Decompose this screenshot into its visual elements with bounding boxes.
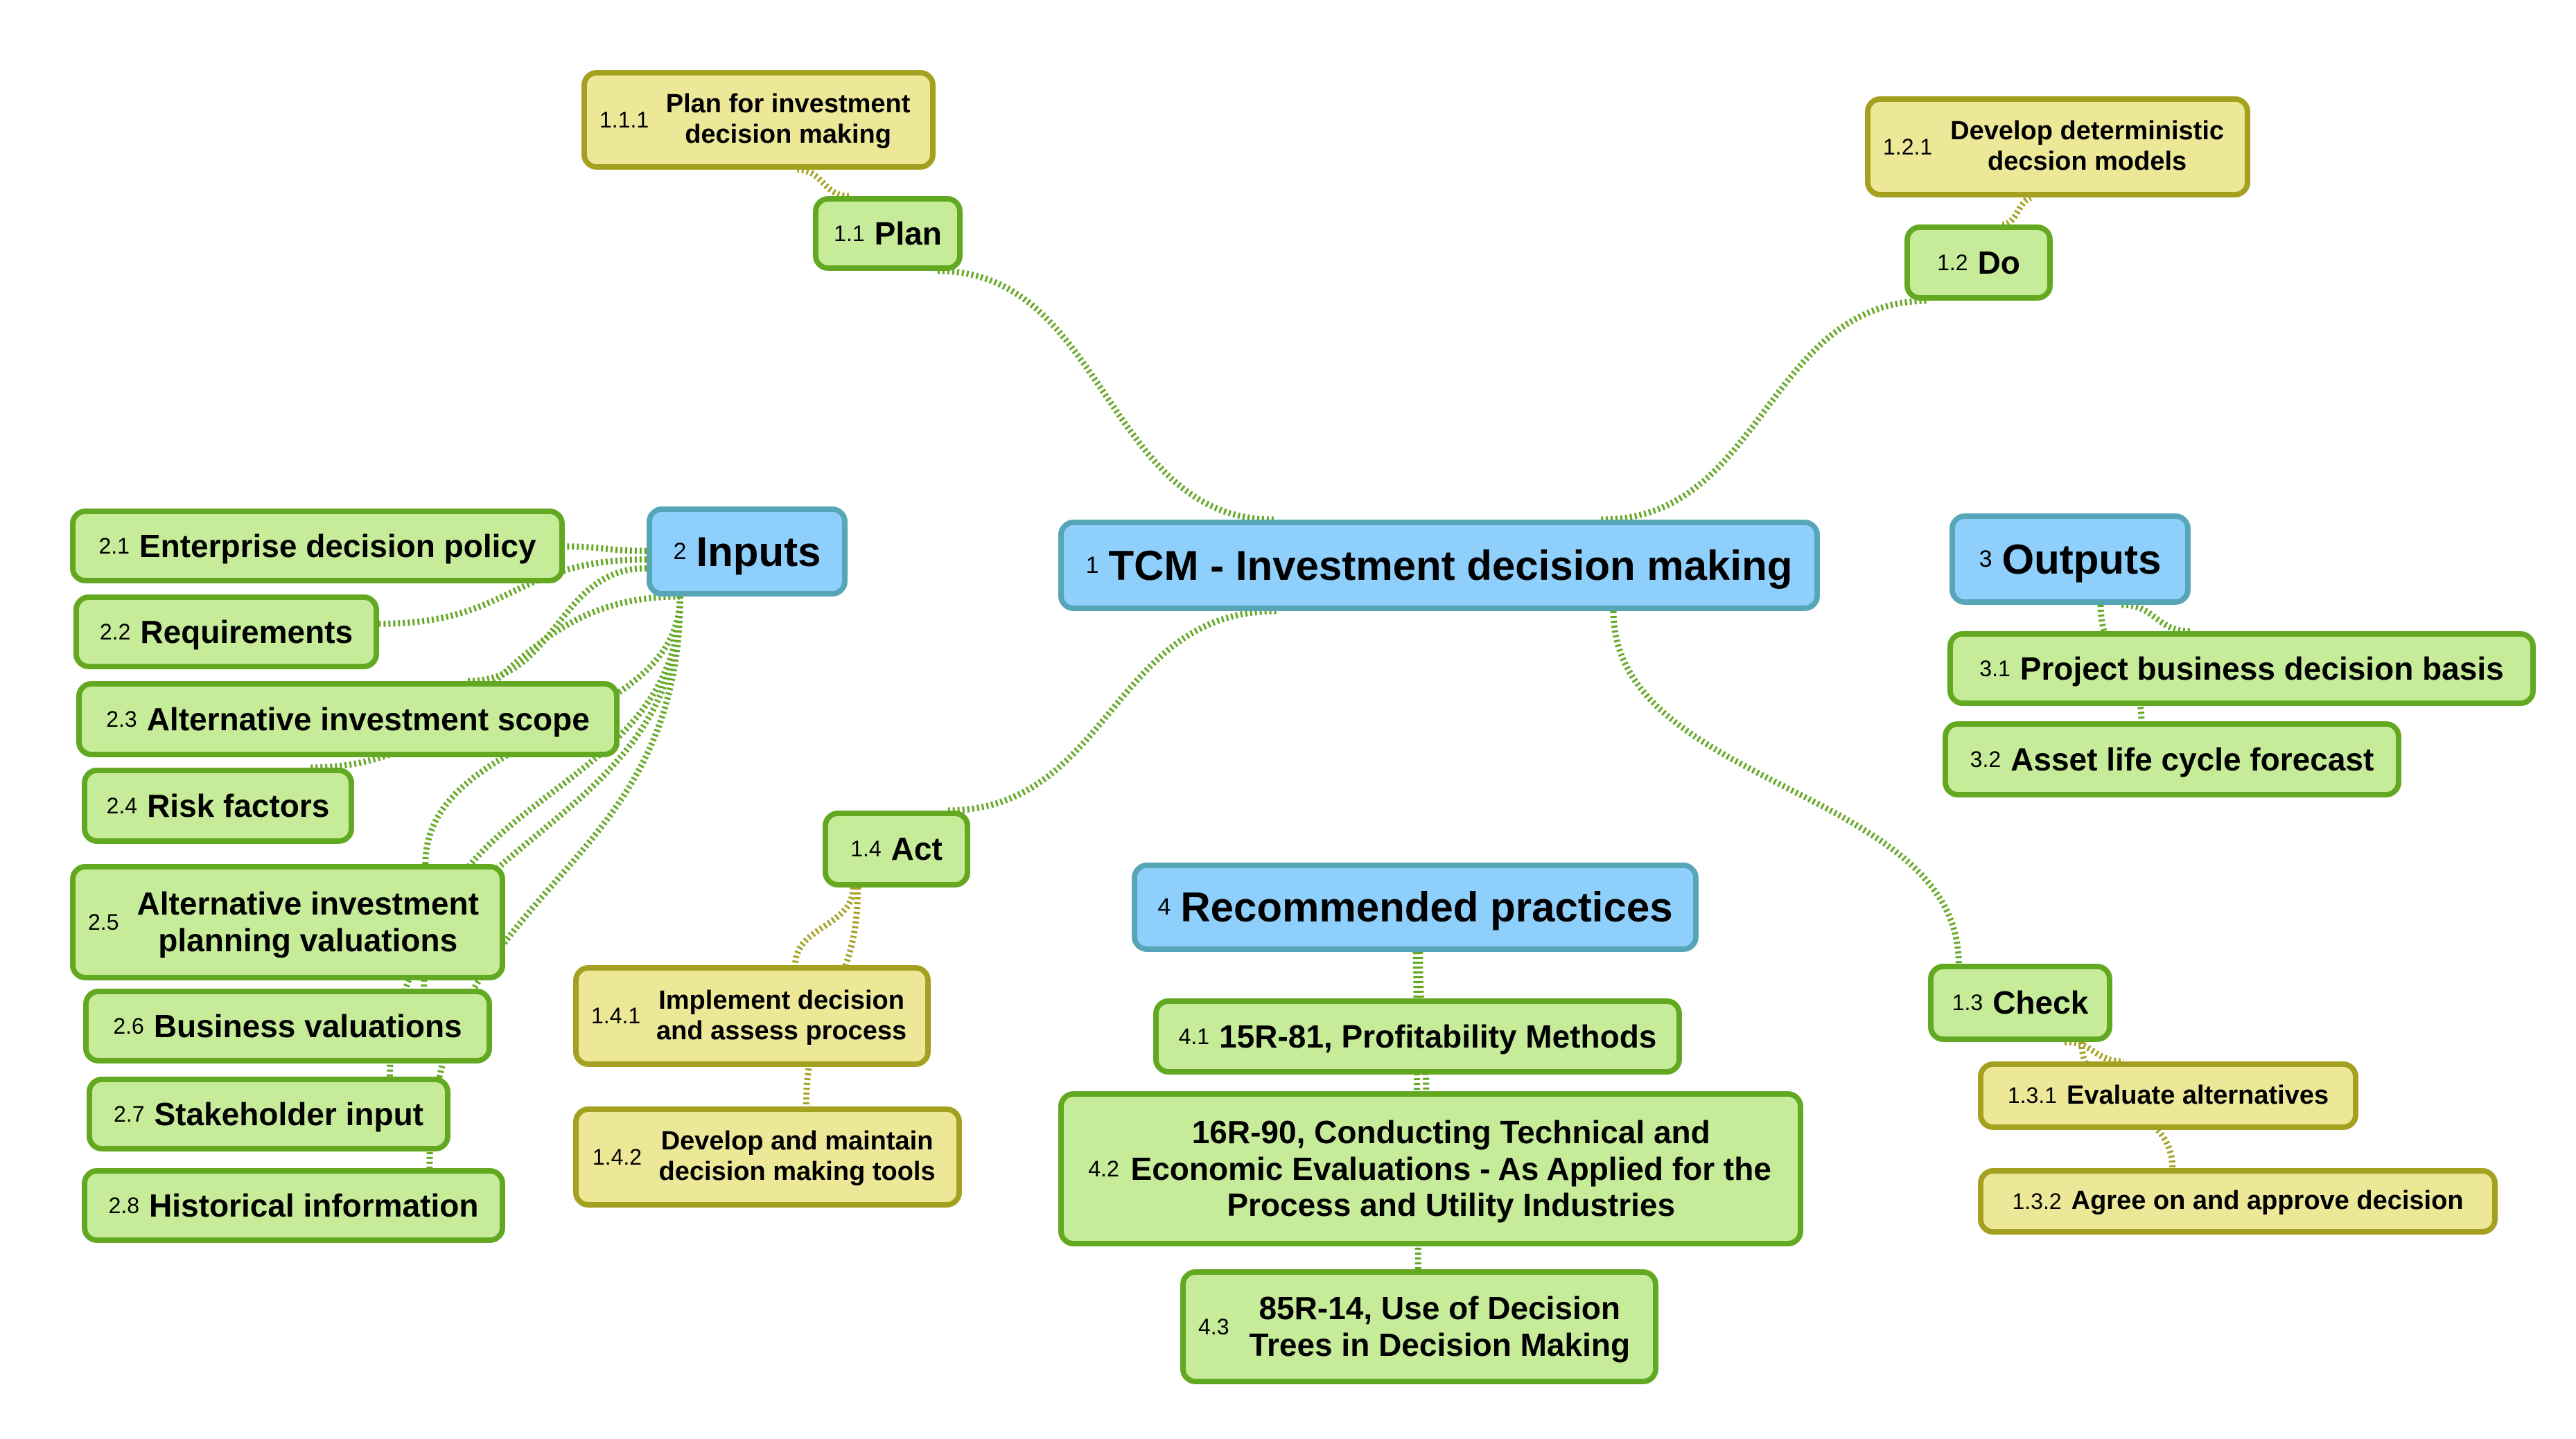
node-label: Plan (874, 215, 942, 251)
node-label: Asset life cycle forecast (2010, 741, 2374, 777)
node-inputs[interactable]: 2 Inputs (647, 506, 848, 597)
node-label: Develop and maintain decision making too… (658, 1127, 936, 1186)
node-label: Implement decision and assess process (656, 985, 907, 1045)
node-number: 1.4.2 (592, 1144, 642, 1169)
node-number: 1.3 (1952, 990, 1983, 1015)
node-label: Alternative investment scope (146, 700, 590, 737)
node-alternative-investment-planning-valuations[interactable]: 2.5 Alternative investment planning valu… (70, 864, 505, 980)
node-agree-on-and-approve-decision[interactable]: 1.3.2 Agree on and approve decision (1978, 1168, 2498, 1235)
connector-root-n1_4 (945, 608, 1277, 814)
node-number: 3 (1979, 545, 1992, 572)
node-label: Project business decision basis (2019, 650, 2504, 687)
node-number: 2.5 (88, 909, 119, 935)
node-alternative-investment-scope[interactable]: 2.3 Alternative investment scope (76, 681, 620, 757)
central-topic-node[interactable]: 1 TCM - Investment decision making (1058, 520, 1820, 611)
node-label: Business valuations (153, 1007, 462, 1044)
connector-n1_1-n1_1_1 (797, 166, 850, 200)
node-label: TCM - Investment decision making (1108, 542, 1793, 589)
node-number: 1.3.1 (2007, 1083, 2058, 1108)
node-check[interactable]: 1.3 Check (1928, 964, 2112, 1042)
connector-n1_3-n1_3_1 (2064, 1039, 2124, 1065)
node-asset-life-cycle-forecast[interactable]: 3.2 Asset life cycle forecast (1943, 721, 2401, 797)
node-85r-14-use-of-decision-trees[interactable]: 4.3 85R-14, Use of Decision Trees in Dec… (1180, 1269, 1658, 1384)
node-label: Act (891, 831, 943, 867)
connector-root-n1_1 (937, 267, 1274, 523)
node-outputs[interactable]: 3 Outputs (1949, 513, 2191, 605)
node-number: 4.3 (1198, 1314, 1229, 1339)
node-label: Check (1992, 985, 2089, 1021)
node-historical-information[interactable]: 2.8 Historical information (82, 1168, 505, 1243)
node-number: 2.7 (114, 1101, 145, 1127)
node-label: Historical information (149, 1187, 479, 1224)
node-plan-for-investment-decision-making[interactable]: 1.1.1 Plan for investment decision makin… (581, 70, 936, 170)
node-stakeholder-input[interactable]: 2.7 Stakeholder input (87, 1077, 450, 1151)
node-number: 1.4 (850, 836, 882, 861)
node-label: 85R-14, Use of Decision Trees in Decisio… (1249, 1290, 1631, 1363)
node-label: Recommended practices (1180, 884, 1673, 930)
node-label: Agree on and approve decision (2071, 1186, 2464, 1216)
node-label: Stakeholder input (154, 1095, 423, 1132)
node-number: 4.1 (1178, 1023, 1210, 1049)
node-label: Alternative investment planning valuatio… (137, 885, 479, 958)
node-number: 2.8 (108, 1192, 140, 1218)
node-label: Enterprise decision policy (139, 527, 536, 564)
connector-n1_2-n1_2_1 (2001, 194, 2035, 228)
connector-n2-n2_3 (467, 565, 647, 685)
node-develop-deterministic-decision-models[interactable]: 1.2.1 Develop deterministic decsion mode… (1865, 96, 2250, 197)
connector-n1_3-n1_3_2 (2078, 1041, 2176, 1169)
connector-n3-n3_1 (2121, 601, 2191, 635)
node-plan[interactable]: 1.1 Plan (813, 196, 963, 271)
node-label: Plan for investment decision making (665, 89, 911, 149)
node-recommended-practices[interactable]: 4 Recommended practices (1132, 863, 1699, 952)
node-label: Requirements (140, 613, 353, 650)
node-number: 1.2 (1937, 249, 1968, 275)
node-number: 2 (673, 538, 687, 565)
node-number: 3.1 (1979, 655, 2010, 681)
node-number: 3.2 (1970, 746, 2001, 772)
node-label: Outputs (2001, 536, 2162, 583)
node-business-valuations[interactable]: 2.6 Business valuations (83, 989, 492, 1063)
node-label: Inputs (696, 528, 821, 575)
node-develop-and-maintain-decision-making-tools[interactable]: 1.4.2 Develop and maintain decision maki… (573, 1106, 962, 1208)
node-number: 4.2 (1088, 1156, 1119, 1181)
node-requirements[interactable]: 2.2 Requirements (73, 594, 379, 669)
node-number: 1.3.2 (2012, 1188, 2062, 1214)
node-label: Evaluate alternatives (2067, 1080, 2329, 1110)
node-label: 16R-90, Conducting Technical and Economi… (1130, 1113, 1771, 1224)
node-number: 1.4.1 (591, 1003, 641, 1028)
node-number: 1.1.1 (599, 107, 649, 132)
node-15r-81-profitability-methods[interactable]: 4.1 15R-81, Profitability Methods (1153, 998, 1682, 1075)
node-number: 1.2.1 (1883, 134, 1933, 159)
node-number: 2.4 (106, 793, 138, 818)
connector-n1_4-n1_4_1 (792, 887, 857, 966)
connector-n2-n2_2 (378, 556, 647, 627)
node-number: 2.3 (106, 706, 137, 732)
node-project-business-decision-basis[interactable]: 3.1 Project business decision basis (1947, 631, 2536, 706)
node-evaluate-alternatives[interactable]: 1.3.1 Evaluate alternatives (1978, 1061, 2358, 1130)
node-act[interactable]: 1.4 Act (823, 811, 970, 888)
node-risk-factors[interactable]: 2.4 Risk factors (82, 768, 354, 844)
node-number: 1 (1085, 551, 1099, 579)
node-number: 2.6 (113, 1013, 144, 1039)
node-number: 2.1 (98, 533, 130, 558)
node-enterprise-decision-policy[interactable]: 2.1 Enterprise decision policy (70, 509, 565, 583)
node-16r-90-conducting-technical-and-economic-evaluations[interactable]: 4.2 16R-90, Conducting Technical and Eco… (1058, 1091, 1803, 1246)
connector-n2-n2_1 (564, 543, 647, 554)
node-number: 4 (1157, 894, 1171, 920)
node-label: Risk factors (147, 787, 330, 824)
node-label: 15R-81, Profitability Methods (1219, 1018, 1657, 1054)
connector-root-n1_2 (1601, 297, 1929, 523)
node-implement-decision-and-assess-process[interactable]: 1.4.1 Implement decision and assess proc… (573, 965, 931, 1067)
node-label: Do (1977, 244, 2020, 281)
node-number: 1.1 (834, 220, 865, 246)
node-number: 2.2 (99, 619, 131, 644)
node-label: Develop deterministic decsion models (1950, 116, 2225, 176)
node-do[interactable]: 1.2 Do (1904, 224, 2053, 301)
connector-n3-n3_2 (2097, 604, 2145, 722)
connector-n2-n2_7 (387, 596, 683, 1077)
